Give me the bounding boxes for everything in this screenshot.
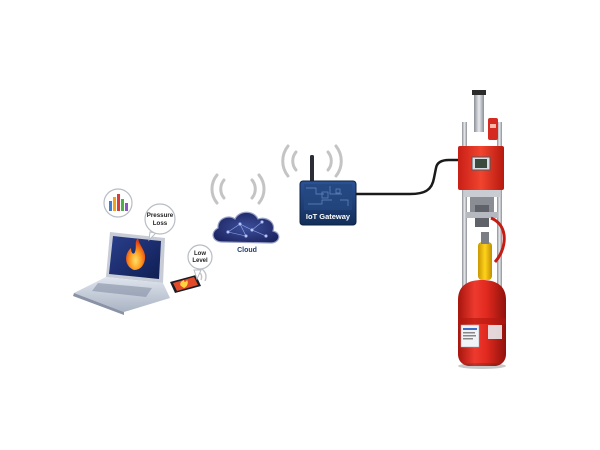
flame-icon	[126, 238, 146, 270]
low-level-label-1: Low	[194, 251, 206, 257]
chart-bubble	[103, 188, 133, 218]
bar-chart-icon	[109, 194, 128, 211]
pressure-loss-bubble: Pressure Loss	[144, 203, 176, 242]
data-cable	[356, 158, 462, 196]
low-level-label-2: Level	[192, 258, 208, 264]
router-antenna-icon	[310, 155, 314, 183]
pressure-loss-label-2: Loss	[153, 220, 168, 227]
pressure-loss-label-1: Pressure	[147, 212, 174, 219]
smartphone	[170, 268, 207, 293]
wifi-signal-icon	[210, 173, 266, 205]
gateway-label: IoT Gateway	[306, 212, 351, 221]
laptop	[73, 232, 170, 315]
laptop-edge	[73, 293, 124, 315]
laptop-keyboard	[92, 283, 152, 297]
laptop-base	[74, 277, 170, 312]
fire-suppression-unit	[458, 90, 506, 369]
yellow-gas-cylinder	[478, 242, 492, 280]
cloud-label: Cloud	[237, 247, 257, 254]
iot-gateway: IoT Gateway	[281, 144, 357, 226]
low-level-bubble: Low Level	[187, 244, 213, 281]
cloud: Cloud	[210, 173, 280, 254]
cloud-icon	[212, 211, 280, 244]
